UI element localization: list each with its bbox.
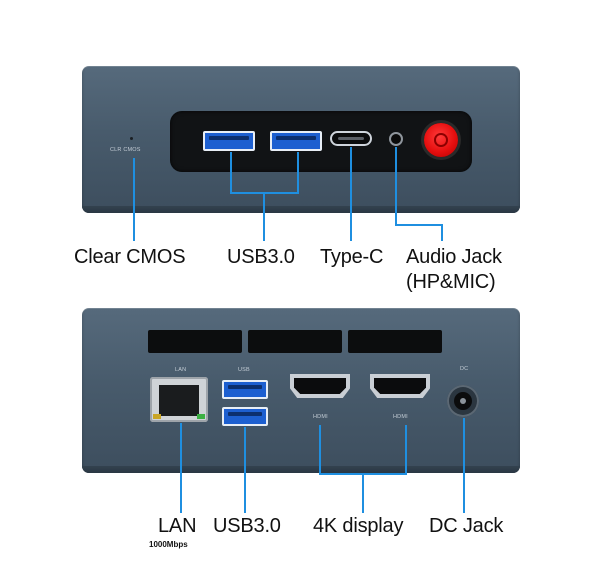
label-usb30-rear: USB3.0	[213, 515, 281, 537]
rear-usb-port-1	[222, 380, 268, 399]
rear-usb-port-2	[222, 407, 268, 426]
callout-line-usb-left	[230, 152, 232, 194]
hdmi-port-left	[294, 378, 346, 394]
callout-line-rear-usb	[244, 427, 246, 513]
clr-cmos-case-text: CLR CMOS	[110, 147, 141, 153]
lan-led-amber	[153, 414, 161, 419]
callout-line-hdmi-left	[319, 425, 321, 475]
label-audio-jack-sub: (HP&MIC)	[406, 271, 496, 293]
callout-line-audio-down	[395, 147, 397, 226]
hdmi-port-right	[374, 378, 426, 394]
callout-line-audio-right	[395, 224, 443, 226]
vent-slot-2	[248, 330, 342, 353]
callout-line-audio-stem	[441, 224, 443, 241]
dc-jack-pin	[460, 398, 466, 404]
vent-slot-1	[148, 330, 242, 353]
label-clear-cmos: Clear CMOS	[74, 246, 186, 268]
callout-line-typec	[350, 147, 352, 241]
hdmi-right-case-text: HDMI	[393, 414, 408, 420]
callout-line-hdmi-right	[405, 425, 407, 475]
callout-line-lan	[180, 423, 182, 513]
case-base	[82, 206, 520, 213]
usb-case-text: USB	[238, 367, 250, 373]
label-dc-jack: DC Jack	[429, 515, 504, 537]
lan-port	[150, 377, 208, 422]
case-base	[82, 466, 520, 473]
label-4k-display: 4K display	[313, 515, 404, 537]
callout-line-usb-stem	[263, 192, 265, 241]
label-usb30-front: USB3.0	[227, 246, 295, 268]
lan-led-green	[197, 414, 205, 419]
front-usb-port-2	[270, 131, 322, 151]
label-type-c: Type-C	[320, 246, 384, 268]
vent-slot-3	[348, 330, 442, 353]
clear-cmos-pinhole	[130, 137, 133, 140]
front-usb-port-1	[203, 131, 255, 151]
label-lan-speed: 1000Mbps	[149, 540, 188, 549]
lan-case-text: LAN	[175, 367, 187, 373]
type-c-port	[330, 131, 372, 146]
callout-line-dc	[463, 418, 465, 513]
callout-line-usb-right	[297, 152, 299, 194]
lan-port-opening	[159, 385, 199, 416]
label-lan: LAN	[158, 515, 197, 537]
label-audio-jack: Audio Jack	[406, 246, 502, 268]
callout-line-clear-cmos	[133, 158, 135, 241]
hdmi-left-case-text: HDMI	[313, 414, 328, 420]
callout-line-hdmi-stem	[362, 473, 364, 513]
power-button	[424, 123, 458, 157]
dc-case-text: DC	[460, 366, 469, 372]
audio-jack-port	[389, 132, 403, 146]
